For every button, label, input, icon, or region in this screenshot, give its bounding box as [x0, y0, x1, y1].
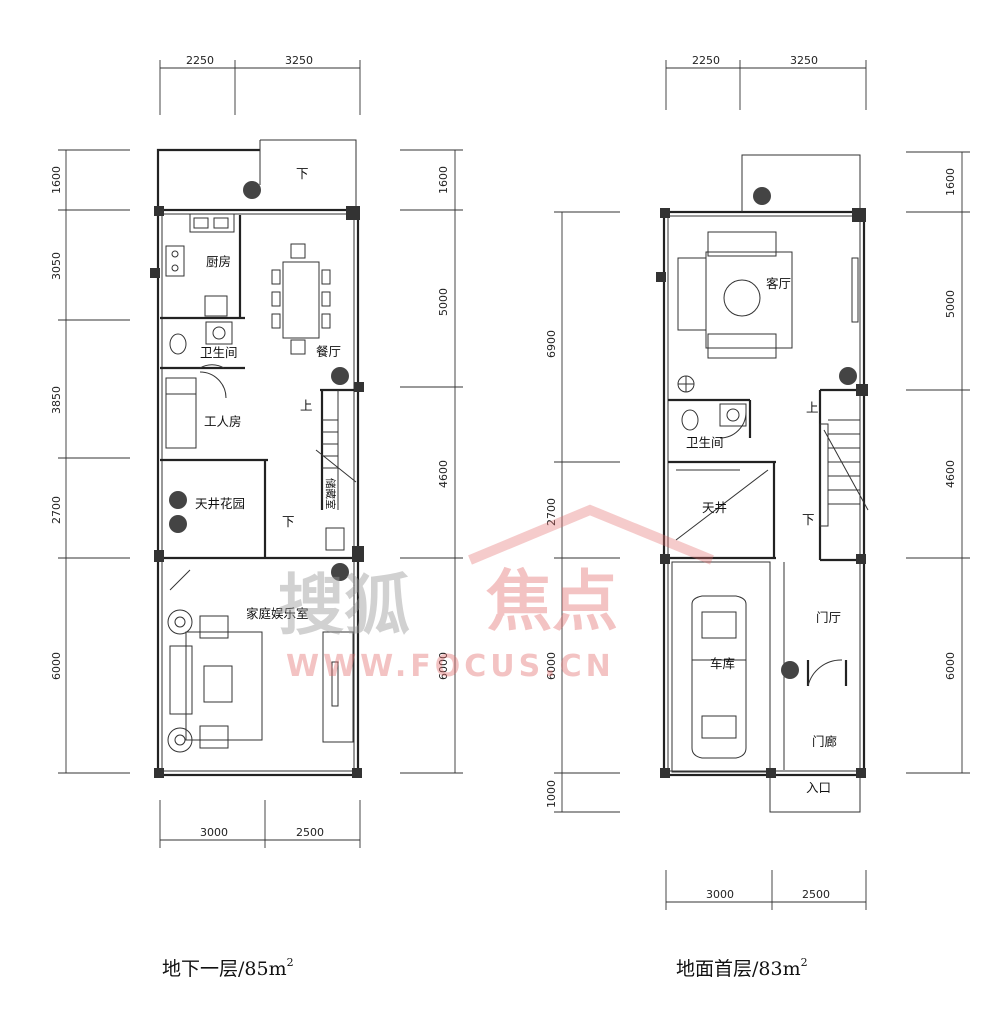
ground-dims-right: 1600 5000 4600 6000: [906, 151, 970, 774]
g-dim-left-4: 1000: [545, 780, 558, 808]
dim-left-5: 6000: [50, 652, 63, 680]
label-foyer: 门厅: [816, 610, 841, 625]
label-courtyard: 天井: [702, 500, 727, 515]
basement-room-labels: 下 厨房 餐厅 卫生间 上 工人房 天井花园 下 储藏室 家庭娱乐室: [195, 166, 341, 621]
basement-caption: 地下一层/85m2: [162, 956, 294, 980]
basement-stairs: [315, 419, 357, 551]
label-down-mid: 下: [282, 514, 295, 529]
label-living-room: 客厅: [766, 276, 791, 291]
label-maid-room: 工人房: [204, 414, 242, 429]
label-patio-garden: 天井花园: [195, 496, 245, 511]
basement-bath-fixtures: [169, 321, 233, 369]
family-room-furniture: [167, 569, 339, 753]
dining-table: [271, 243, 331, 355]
watermark-brand-red: 焦点: [486, 563, 618, 640]
g-dim-right-1: 1600: [944, 168, 957, 196]
ground-dims-left: 6900 2700 6000 1000: [545, 211, 620, 813]
dim-right-2: 5000: [437, 288, 450, 316]
g-dim-top-2: 3250: [790, 54, 818, 67]
basement-walls: [156, 139, 360, 777]
ground-room-labels: 客厅 上 卫生间 天井 下 门厅 车库 门廊 入口: [686, 276, 841, 795]
label-bath: 卫生间: [200, 345, 238, 360]
label-storage: 储藏室: [324, 478, 337, 510]
ground-dims-top: 2250 3250: [665, 54, 867, 110]
label-up-ground: 上: [806, 400, 819, 415]
kitchen-fixtures: [165, 213, 235, 317]
label-garage: 车库: [710, 656, 735, 671]
dim-left-2: 3050: [50, 252, 63, 280]
g-dim-top-1: 2250: [692, 54, 720, 67]
dim-bottom-1: 3000: [200, 826, 228, 839]
maid-bed: [165, 371, 227, 449]
label-entry: 入口: [806, 780, 831, 795]
g-dim-right-3: 4600: [944, 460, 957, 488]
dim-left-1: 1600: [50, 166, 63, 194]
label-kitchen: 厨房: [206, 254, 231, 269]
dim-left-3: 3850: [50, 386, 63, 414]
g-dim-right-2: 5000: [944, 290, 957, 318]
basement-columns: [150, 206, 364, 778]
ground-stairs: [819, 419, 869, 527]
dim-bottom-2: 2500: [296, 826, 324, 839]
basement-plants: [169, 181, 349, 581]
g-dim-bottom-2: 2500: [802, 888, 830, 901]
g-dim-right-4: 6000: [944, 652, 957, 680]
dim-right-1: 1600: [437, 166, 450, 194]
ground-floor-plan: 2250 3250 6900 2700 6000 1000 1600 5000: [545, 54, 970, 980]
watermark-brand-gray: 搜狐: [278, 567, 410, 644]
label-family-room: 家庭娱乐室: [246, 606, 309, 621]
courtyard-lines: [675, 469, 769, 541]
ground-columns: [656, 208, 868, 778]
living-room-furniture: [677, 231, 859, 393]
label-bath-ground: 卫生间: [686, 435, 724, 450]
label-up: 上: [300, 398, 313, 413]
label-down-ground: 下: [802, 512, 815, 527]
g-dim-left-3: 6000: [545, 652, 558, 680]
g-dim-bottom-1: 3000: [706, 888, 734, 901]
label-down-top: 下: [296, 166, 309, 181]
dim-right-4: 6000: [437, 652, 450, 680]
basement-dims-left: 1600 3050 3850 2700 6000: [50, 149, 130, 774]
ground-plants: [753, 187, 857, 679]
watermark: 搜狐 焦点 WWW.FOCUS.CN: [278, 504, 714, 684]
dim-top-2: 3250: [285, 54, 313, 67]
basement-plan: 2250 3250 1600 3050 3850 2700 6000: [50, 54, 463, 980]
label-porch: 门廊: [812, 734, 837, 749]
garage-car: [691, 595, 747, 759]
g-dim-left-2: 2700: [545, 498, 558, 526]
ground-dims-bottom: 3000 2500: [665, 870, 867, 910]
dim-right-3: 4600: [437, 460, 450, 488]
basement-dims-top: 2250 3250: [159, 54, 361, 115]
dim-top-1: 2250: [186, 54, 214, 67]
ground-caption: 地面首层/83m2: [676, 956, 808, 980]
basement-dims-right: 1600 5000 4600 6000: [400, 149, 463, 774]
label-dining: 餐厅: [316, 344, 341, 359]
dim-left-4: 2700: [50, 496, 63, 524]
g-dim-left-1: 6900: [545, 330, 558, 358]
ground-walls: [662, 154, 866, 813]
ground-bath-fixtures: [681, 403, 747, 439]
basement-dims-bottom: 3000 2500: [159, 800, 361, 848]
watermark-url: WWW.FOCUS.CN: [286, 649, 615, 684]
